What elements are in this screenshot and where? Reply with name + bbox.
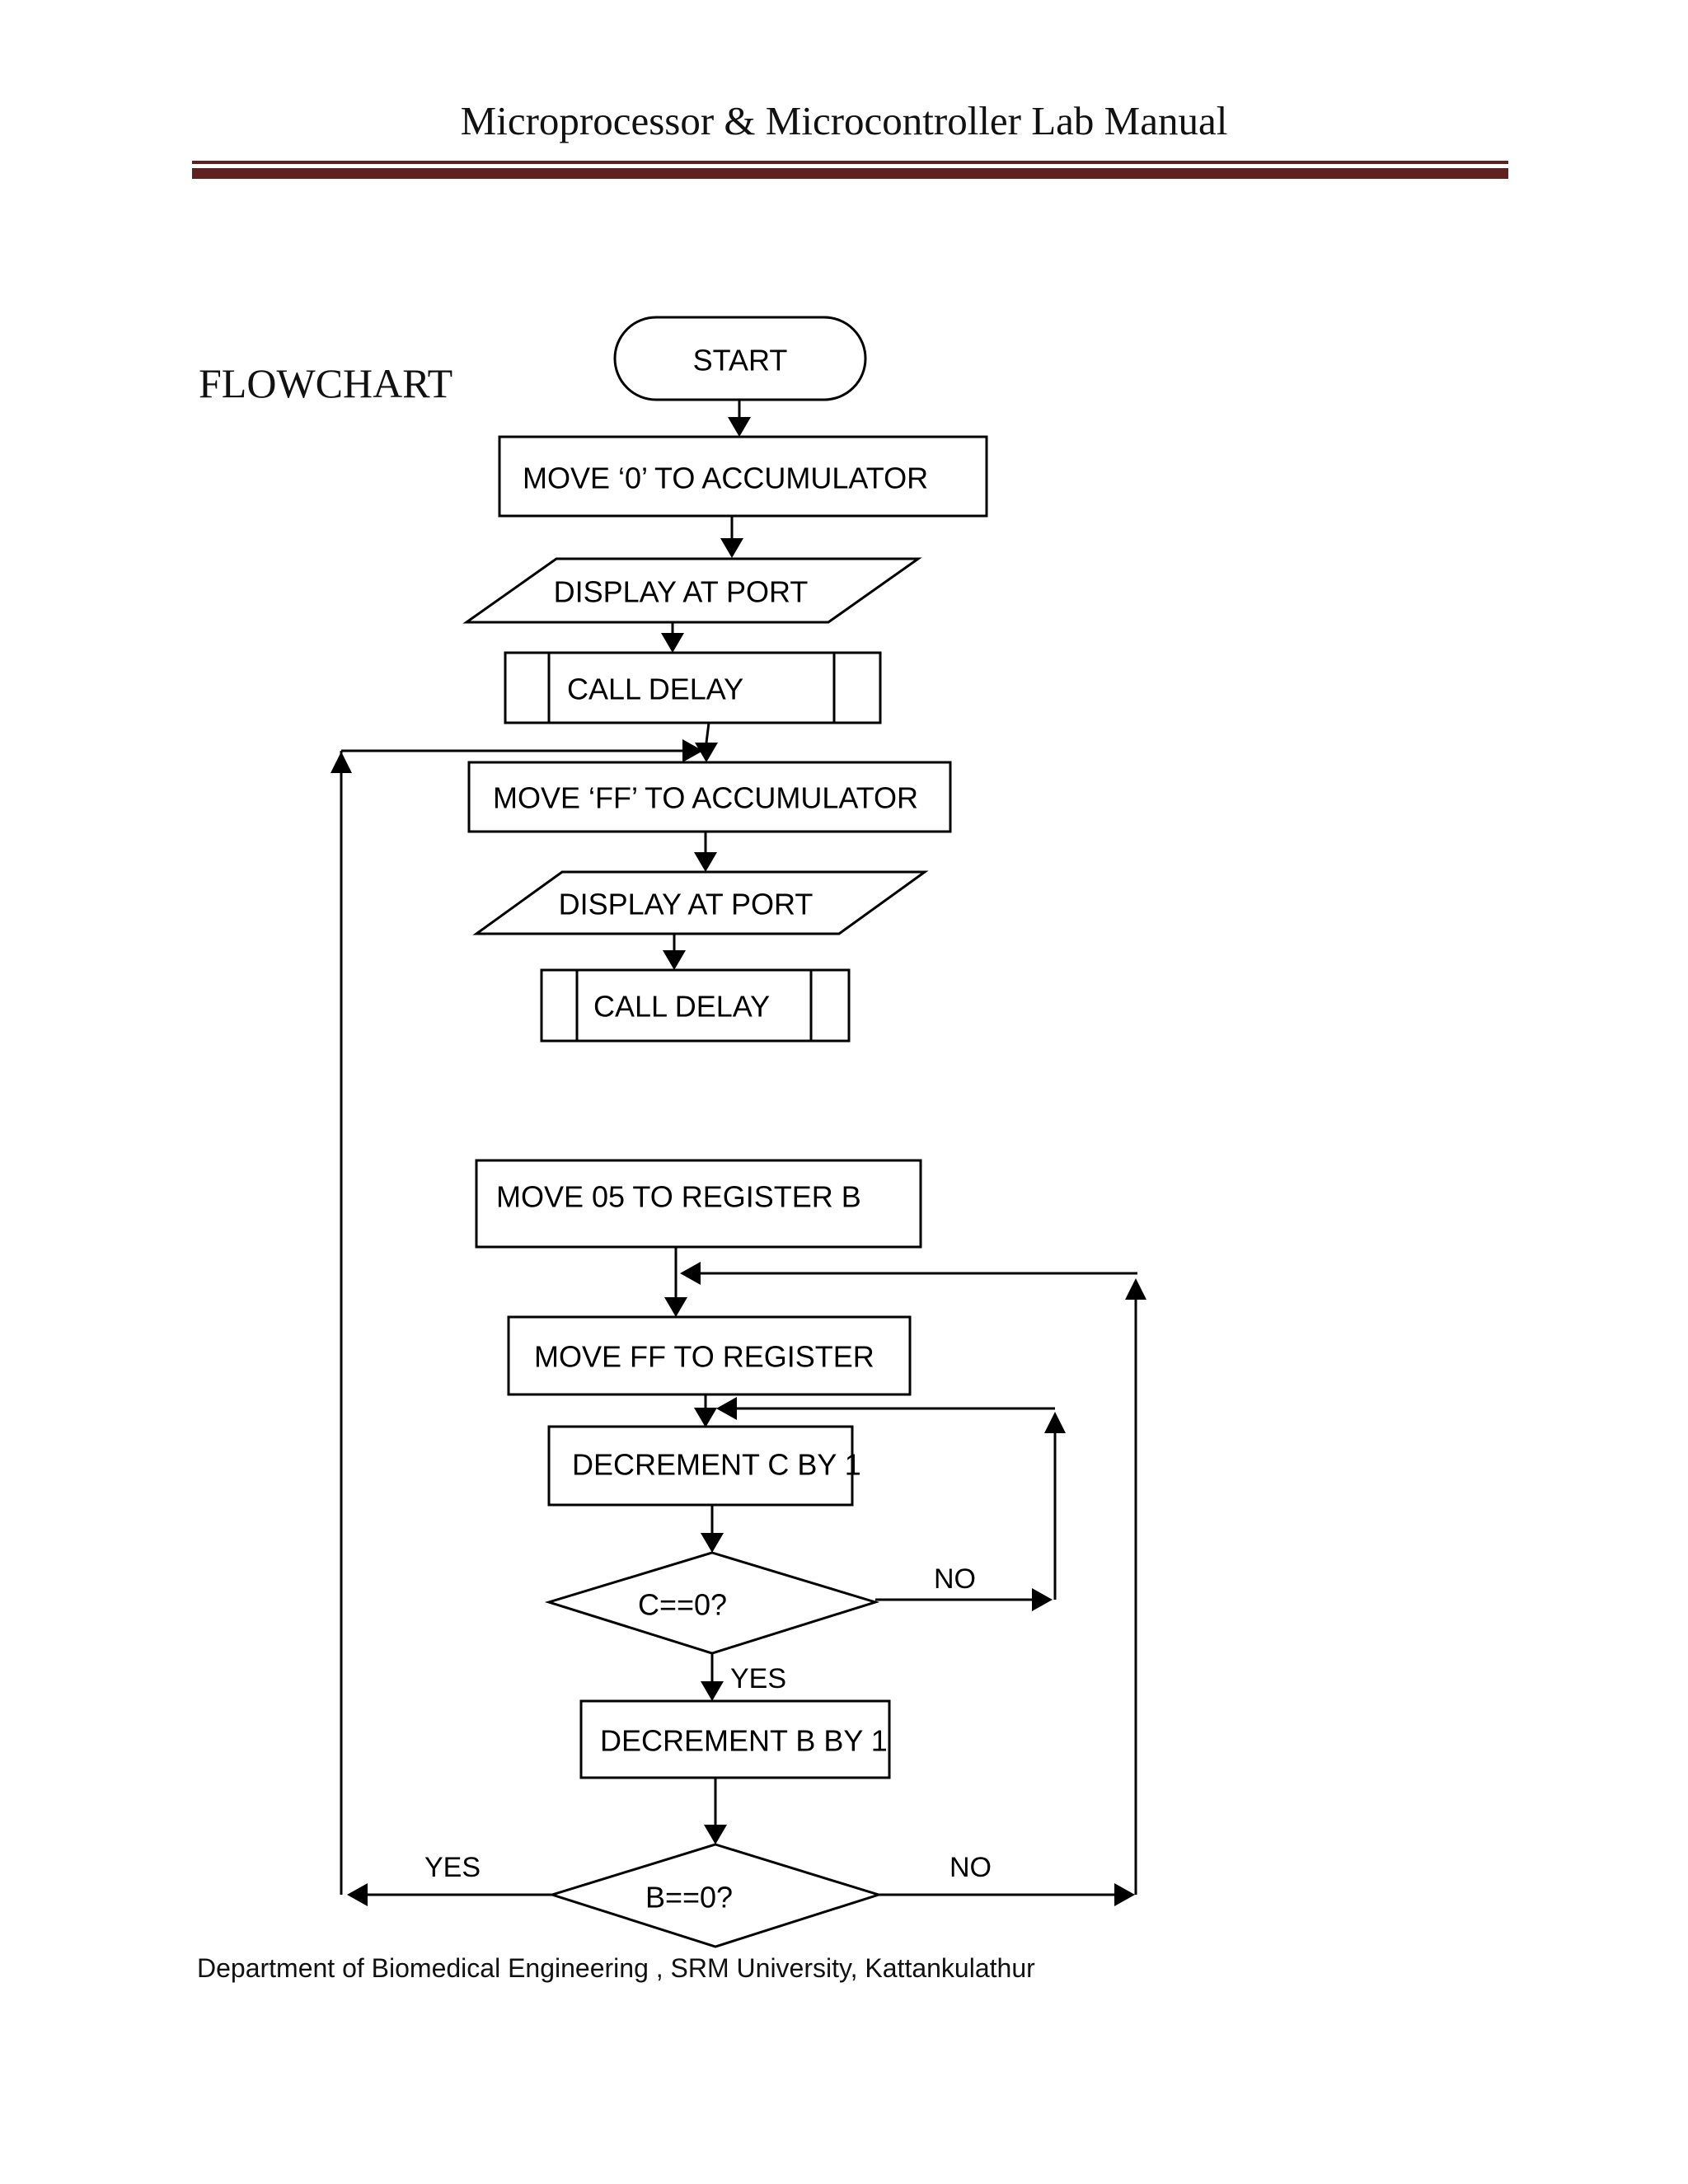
branch-c-yes: [701, 1653, 724, 1701]
io-label: DISPLAY AT PORT: [554, 575, 809, 609]
branch-b-yes: [347, 1883, 552, 1906]
header-rule-thin: [192, 161, 1508, 164]
decision-b-diamond: B==0?: [547, 1843, 884, 1948]
arrowhead-down-icon: [663, 950, 686, 970]
connector-display2-to-delay2: [663, 934, 686, 970]
arrowhead-right-icon: [682, 739, 703, 762]
predefined-shape: [504, 651, 882, 724]
decision-shape: [547, 1843, 884, 1948]
arrowhead-up-icon: [1125, 1278, 1146, 1300]
connector-decb-to-bdecision: [704, 1778, 727, 1844]
process-shape: [507, 1315, 912, 1396]
arrowhead-down-icon: [720, 538, 743, 558]
c-yes-label: YES: [730, 1663, 786, 1694]
connector-delay1-to-moveffacc: [695, 722, 718, 762]
io-display-at-port-2: DISPLAY AT PORT: [472, 870, 929, 935]
branch-c-no: [875, 1588, 1053, 1611]
loop-b-yes-return: [331, 739, 703, 1895]
io-shape: [462, 557, 922, 624]
process-shape: [579, 1699, 891, 1779]
start-label: START: [693, 344, 788, 377]
b-yes-label: YES: [424, 1852, 481, 1883]
page-title: Microprocessor & Microcontroller Lab Man…: [460, 98, 1228, 143]
arrowhead-down-icon: [664, 1297, 687, 1317]
process-decrement-c: DECREMENT C BY 1: [547, 1425, 861, 1507]
arrowhead-down-icon: [694, 852, 717, 872]
predefined-shape: [540, 968, 851, 1043]
loop-c-no-return: [716, 1397, 1066, 1600]
process-move-0-accumulator: MOVE ‘0’ TO ACCUMULATOR: [498, 435, 988, 518]
process-label: DECREMENT B BY 1: [600, 1724, 888, 1758]
decision-label: B==0?: [645, 1881, 733, 1915]
arrowhead-down-icon: [661, 633, 684, 653]
decision-shape: [544, 1551, 880, 1655]
process-shape: [467, 761, 952, 833]
arrowhead-down-icon: [704, 1825, 727, 1844]
connector-move0-to-display1: [720, 516, 743, 558]
arrowhead-down-icon: [701, 1681, 724, 1701]
branch-b-no: [879, 1883, 1135, 1906]
line: [705, 722, 710, 743]
loop-b-no-return: [680, 1262, 1146, 1895]
process-shape: [498, 435, 988, 518]
arrowhead-left-icon: [716, 1397, 737, 1420]
connector-moveffreg-to-decc: [694, 1394, 717, 1427]
b-no-label: NO: [950, 1852, 992, 1883]
arrowhead-up-icon: [1044, 1412, 1066, 1433]
predefined-label: CALL DELAY: [567, 673, 743, 706]
process-label: DECREMENT C BY 1: [572, 1448, 861, 1482]
process-shape: [547, 1425, 854, 1507]
io-display-at-port-1: DISPLAY AT PORT: [462, 557, 922, 624]
arrowhead-down-icon: [701, 1533, 724, 1553]
decision-c-diamond: C==0?: [544, 1551, 880, 1655]
process-move-05-register-b: MOVE 05 TO REGISTER B: [475, 1159, 922, 1249]
arrowhead-left-icon: [680, 1262, 701, 1285]
connector-decc-to-cdecision: [701, 1505, 724, 1553]
process-shape: [475, 1159, 922, 1249]
process-label: MOVE ‘0’ TO ACCUMULATOR: [523, 462, 928, 495]
arrowhead-down-icon: [694, 1408, 717, 1427]
connector-display1-to-delay1: [661, 622, 684, 653]
connector-moveffacc-to-display2: [694, 832, 717, 872]
arrowhead-up-icon: [331, 752, 352, 773]
predefined-call-delay-2: CALL DELAY: [540, 968, 851, 1043]
process-move-ff-register: MOVE FF TO REGISTER: [507, 1315, 912, 1396]
io-label: DISPLAY AT PORT: [559, 888, 814, 921]
process-move-ff-accumulator: MOVE ‘FF’ TO ACCUMULATOR: [467, 761, 952, 833]
predefined-label: CALL DELAY: [593, 990, 770, 1024]
arrowhead-left-icon: [347, 1883, 368, 1906]
arrowhead-down-icon: [695, 743, 718, 762]
process-decrement-b: DECREMENT B BY 1: [579, 1699, 891, 1779]
connector-move05-to-moveffreg: [664, 1247, 687, 1317]
arrowhead-right-icon: [1032, 1588, 1053, 1611]
arrowhead-right-icon: [1114, 1883, 1135, 1906]
start-terminator: START: [613, 316, 867, 401]
decision-label: C==0?: [638, 1588, 727, 1622]
footer-text: Department of Biomedical Engineering , S…: [197, 1953, 1035, 1983]
section-heading: FLOWCHART: [199, 360, 453, 406]
terminator-shape: [613, 316, 867, 401]
process-label: MOVE FF TO REGISTER: [534, 1340, 874, 1374]
process-label: MOVE 05 TO REGISTER B: [496, 1180, 861, 1214]
c-no-label: NO: [934, 1563, 976, 1595]
predefined-call-delay-1: CALL DELAY: [504, 651, 882, 724]
arrowhead-down-icon: [728, 417, 751, 437]
process-label: MOVE ‘FF’ TO ACCUMULATOR: [493, 781, 918, 815]
connector-start-to-move0: [728, 400, 751, 437]
io-shape: [472, 870, 929, 935]
header-rule-thick: [192, 168, 1508, 179]
